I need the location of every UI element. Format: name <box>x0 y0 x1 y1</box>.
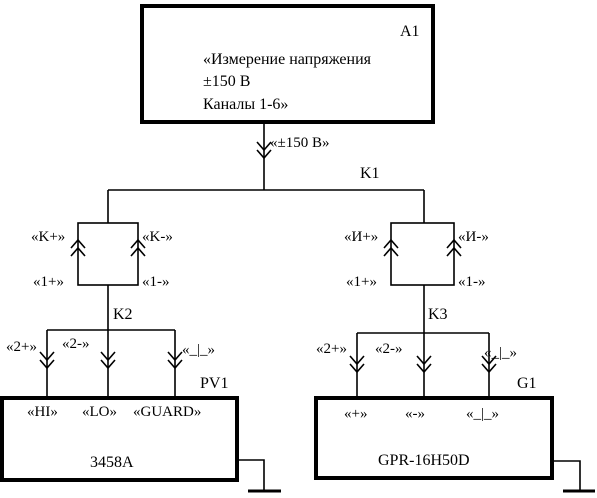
device-pv1-frame <box>0 396 239 482</box>
left-branch: «K+» «K-» «1+» «1-» K2 «2+» «2-» «_|_» <box>6 222 215 398</box>
left-k-minus-connector-icon <box>130 238 146 257</box>
left-k-plus-label: «K+» <box>31 229 65 245</box>
block-a1-frame <box>140 4 435 124</box>
left-ground-label: «_|_» <box>182 342 215 358</box>
device-g1: G1 «+» «-» «_|_» GPR-16H50D <box>314 375 595 493</box>
left-2-minus-connector-icon <box>100 351 116 370</box>
left-1-plus-label: «1+» <box>33 274 64 290</box>
device-pv1-id: PV1 <box>200 375 228 392</box>
pv1-model: 3458A <box>90 454 134 471</box>
block-a1: A1 «Измерение напряжения ±150 В Каналы 1… <box>140 4 435 124</box>
right-2-plus-connector-icon <box>349 355 365 374</box>
pv1-lo-terminal: «LO» <box>82 404 117 420</box>
right-2-minus-label: «2-» <box>375 341 403 357</box>
left-k-minus-label: «K-» <box>142 229 173 245</box>
g1-ground-terminal: «_|_» <box>466 406 499 422</box>
left-ground-connector-icon <box>167 351 183 370</box>
g1-minus-terminal: «-» <box>405 406 425 422</box>
right-i-plus-connector-icon <box>383 238 399 257</box>
a1-output-connector: «±150 В» <box>256 124 330 190</box>
right-ground-connector-icon <box>481 355 497 374</box>
right-1-plus-label: «1+» <box>346 274 377 290</box>
left-k-plus-connector-icon <box>70 238 86 257</box>
g1-model: GPR-16H50D <box>378 452 470 469</box>
left-2-plus-connector-icon <box>39 351 55 370</box>
right-branch: «И+» «И-» «1+» «1-» K3 «2+» «2-» «_|_» <box>316 222 517 398</box>
left-connector-frame <box>77 222 139 286</box>
block-a1-id: A1 <box>400 23 420 40</box>
pv1-hi-terminal: «HI» <box>27 404 58 420</box>
device-g1-frame <box>314 396 554 480</box>
switch-k3-label: K3 <box>428 306 448 323</box>
device-pv1: PV1 «HI» «LO» «GUARD» 3458A <box>0 375 281 493</box>
switch-k1-label: K1 <box>360 165 380 182</box>
right-1-minus-label: «1-» <box>458 274 486 290</box>
device-g1-id: G1 <box>517 375 537 392</box>
pv1-guard-terminal: «GUARD» <box>133 404 201 420</box>
block-a1-voltage: ±150 В <box>203 73 250 90</box>
a1-output-label: «±150 В» <box>270 135 330 151</box>
connector-arrow-icon <box>256 141 272 160</box>
right-2-minus-connector-icon <box>416 355 432 374</box>
left-1-minus-label: «1-» <box>142 274 170 290</box>
left-2-plus-label: «2+» <box>6 339 37 355</box>
block-a1-channels: Каналы 1-6» <box>203 96 288 113</box>
g1-plus-terminal: «+» <box>344 406 367 422</box>
left-2-minus-label: «2-» <box>62 336 90 352</box>
right-i-minus-label: «И-» <box>458 229 489 245</box>
block-a1-title: «Измерение напряжения <box>203 51 372 68</box>
switch-k1-bus: K1 <box>107 165 425 223</box>
switch-k2-label: K2 <box>113 306 133 323</box>
right-ground-label: «_|_» <box>484 345 517 361</box>
right-connector-frame <box>390 222 455 286</box>
right-i-plus-label: «И+» <box>344 229 378 245</box>
right-2-plus-label: «2+» <box>316 341 347 357</box>
right-i-minus-connector-icon <box>446 238 462 257</box>
